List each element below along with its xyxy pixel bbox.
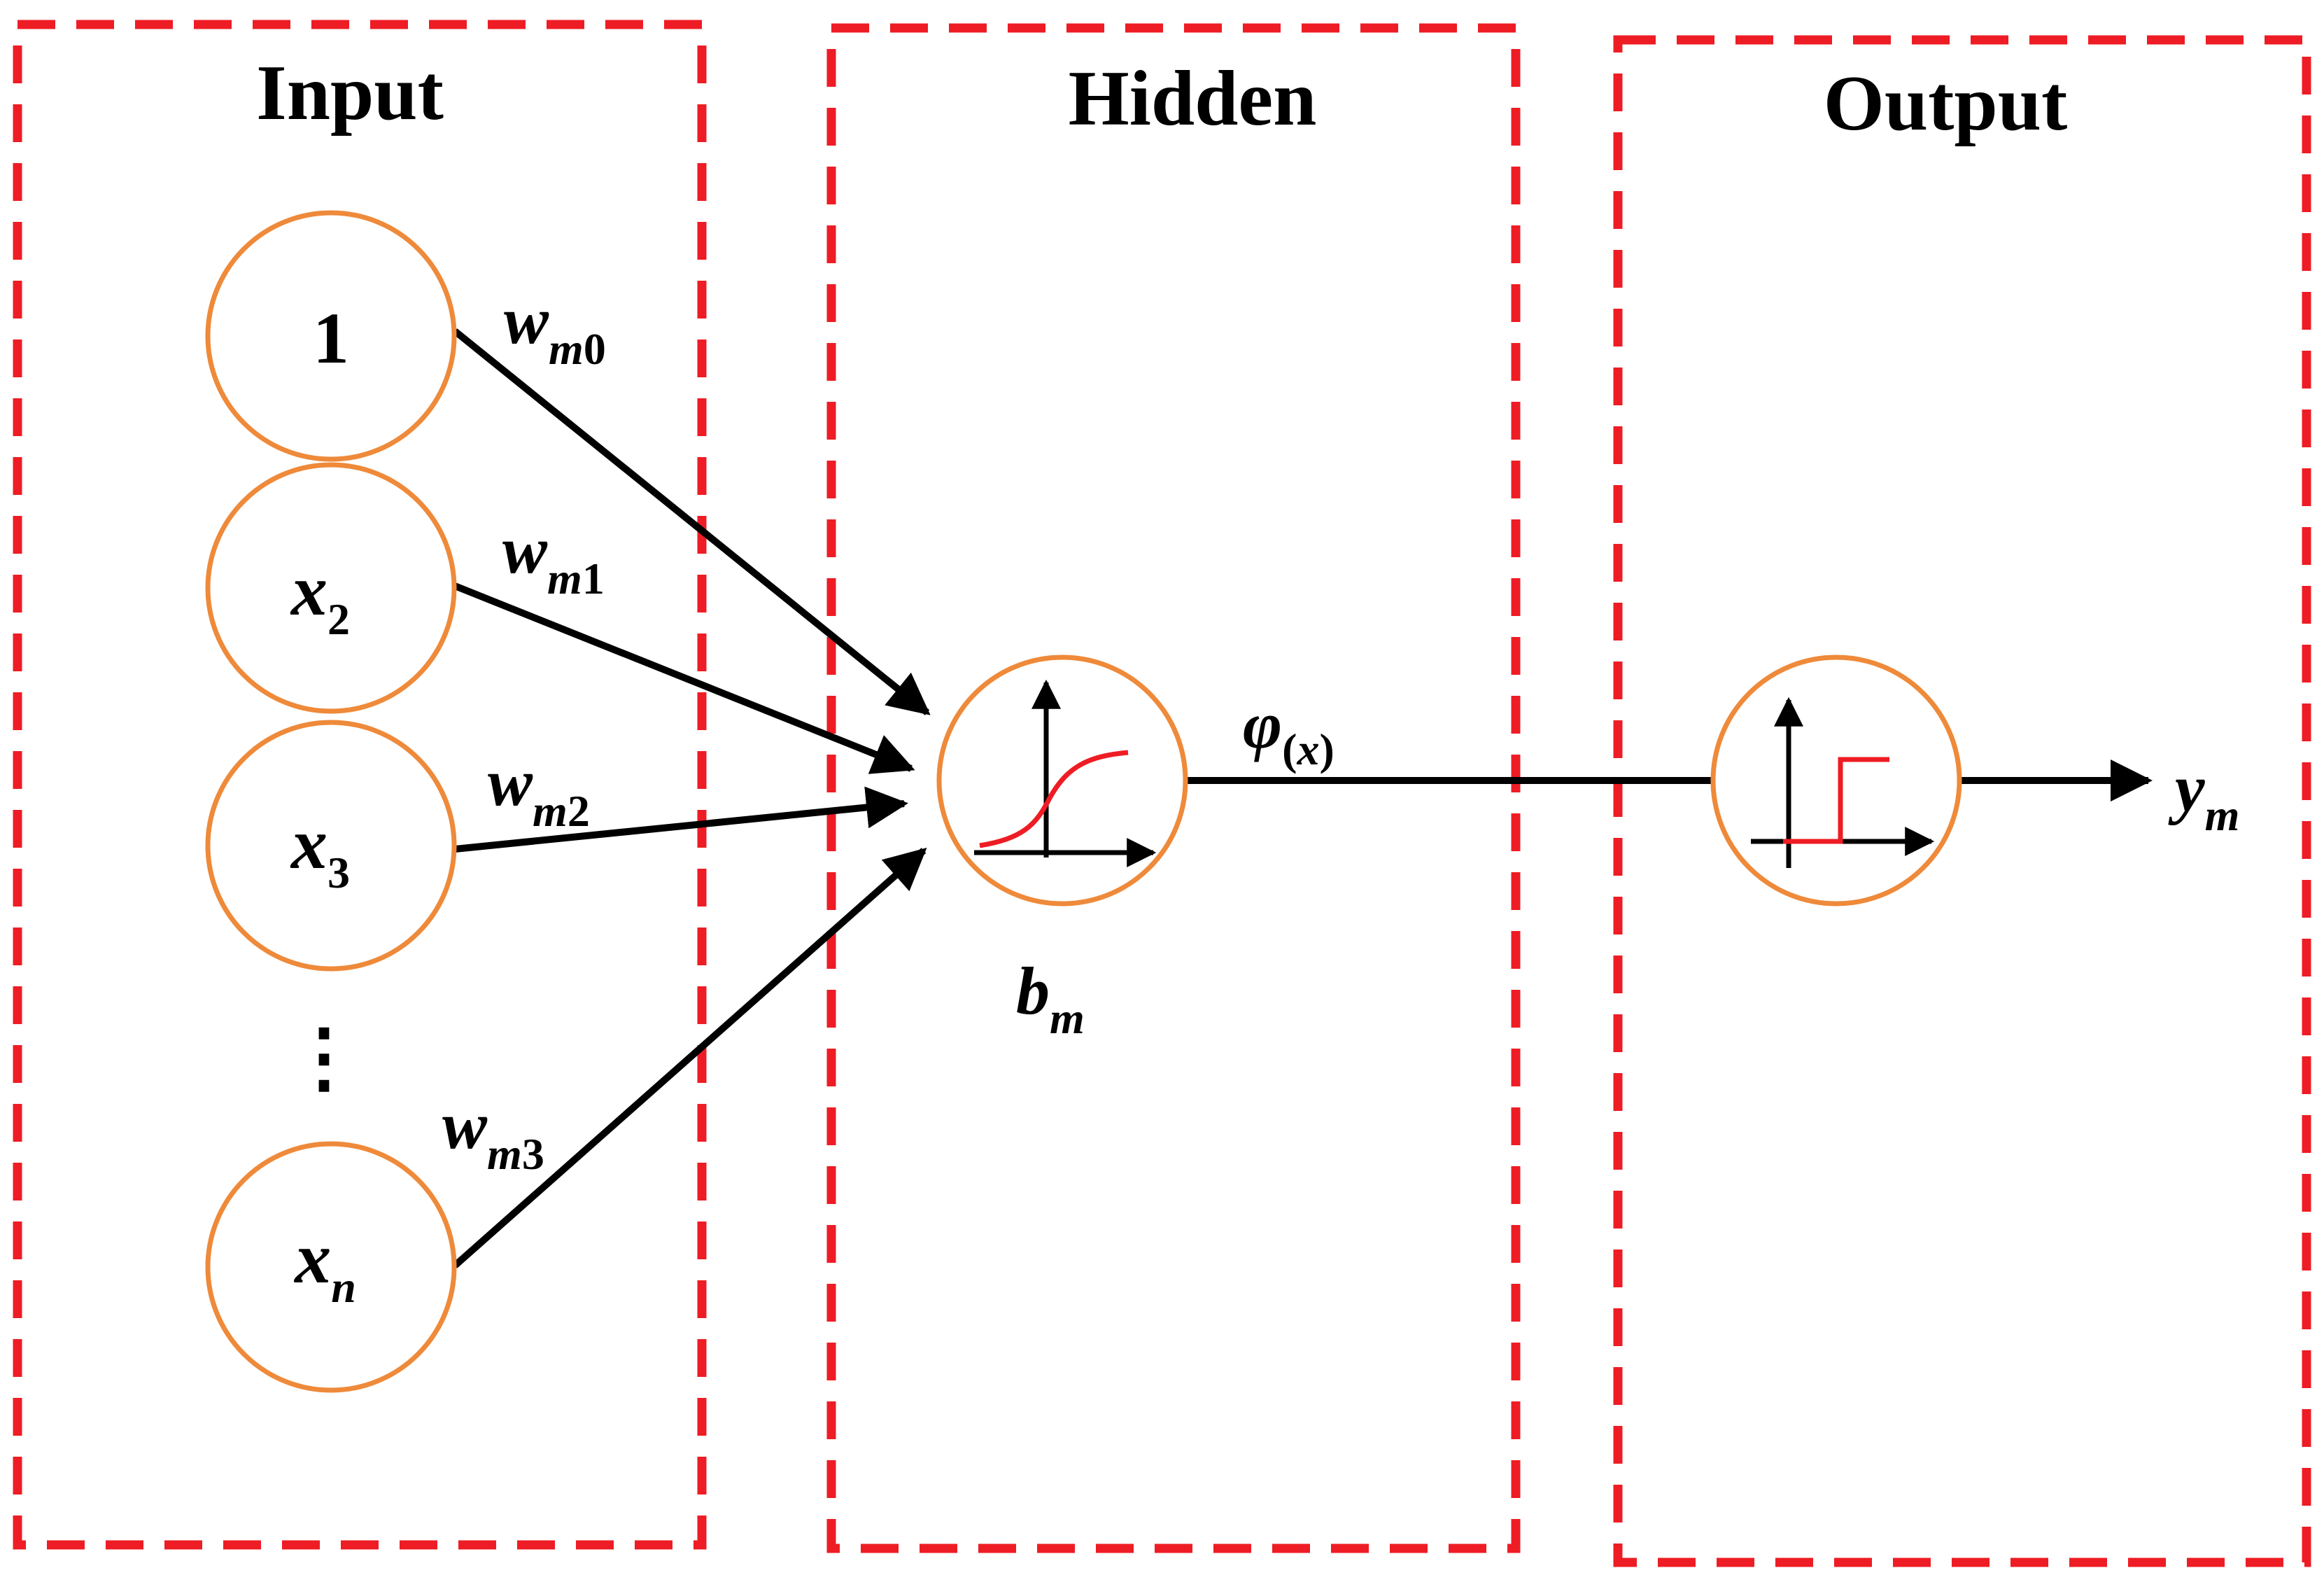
xn-base: x xyxy=(293,1218,331,1298)
hidden-node xyxy=(936,654,1188,906)
sigmoid-curve-icon xyxy=(974,679,1157,867)
activation-label: φ(x) xyxy=(1243,687,1334,774)
output-panel xyxy=(1613,35,2311,1567)
hidden-bias-label: bm xyxy=(1016,953,1085,1043)
hidden-panel xyxy=(826,23,1521,1553)
output-panel-title: Output xyxy=(1824,60,2068,147)
x3-base: x xyxy=(290,804,328,884)
weight-label-0: wm0 xyxy=(504,283,606,374)
weight-label-2: wm2 xyxy=(488,745,590,836)
input-node-x2: x2 xyxy=(205,462,457,714)
edge-x3-to-hidden xyxy=(454,786,908,853)
x2-sub: 2 xyxy=(328,594,350,644)
xn-sub: n xyxy=(331,1262,356,1312)
input-node-bias: 1 xyxy=(205,210,457,462)
edge-bias-to-hidden xyxy=(452,328,931,715)
edge-x2-to-hidden xyxy=(453,582,915,774)
input-panel xyxy=(13,20,707,1550)
input-node-xn: xn xyxy=(205,1141,457,1393)
hidden-panel-title: Hidden xyxy=(1069,55,1317,142)
input-node-x3: x3 xyxy=(205,720,457,972)
weight-label-3: wm3 xyxy=(442,1088,544,1179)
edge-xn-to-hidden xyxy=(452,848,927,1268)
output-node xyxy=(1710,654,1962,906)
input-node-bias-label: 1 xyxy=(313,298,349,379)
input-panel-title: Input xyxy=(256,50,444,136)
x2-base: x xyxy=(290,550,328,631)
x3-sub: 3 xyxy=(328,848,350,897)
svg-text:x3: x3 xyxy=(290,804,350,897)
step-function-icon xyxy=(1751,696,1935,868)
svg-text:xn: xn xyxy=(293,1218,356,1312)
input-ellipsis: ⋮ xyxy=(286,1015,362,1100)
svg-text:x2: x2 xyxy=(290,550,350,644)
output-result-label: ym xyxy=(2168,750,2239,840)
weight-label-1: wm1 xyxy=(502,512,605,603)
